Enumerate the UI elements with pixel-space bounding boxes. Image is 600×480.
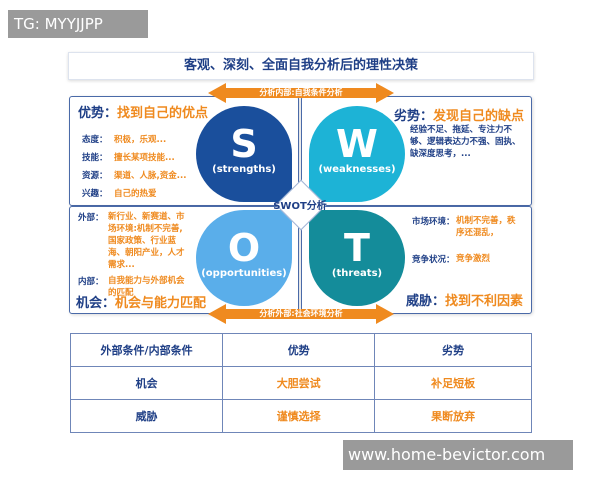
item-value: 自我能力与外部机会的匹配: [108, 276, 185, 298]
weaknesses-head-value: 发现自己的缺点: [433, 109, 525, 124]
threats-head-label: 威胁：: [406, 294, 446, 309]
item-label: 兴趣：: [82, 189, 108, 199]
list-item: 外部： 新行业、新赛道、市场环境:机制不完善,国家政策、行业蓝海、朝阳产业，人才需…: [78, 211, 188, 271]
opportunities-head-label: 机会：: [76, 296, 116, 311]
item-value: 新行业、新赛道、市场环境:机制不完善,国家政策、行业蓝海、朝阳产业，人才需求..…: [108, 212, 185, 270]
threats-head-value: 找到不利因素: [445, 294, 524, 309]
internal-analysis-arrow: 分析内部:自我条件分析: [208, 83, 394, 103]
table-cell: 补足短板: [374, 366, 532, 400]
page-title: 客观、深刻、全面自我分析后的理性决策: [68, 52, 534, 80]
table-row: 威胁 谨慎选择 果断放弃: [69, 399, 532, 433]
item-value: 积极，乐观...: [114, 135, 167, 145]
opportunities-leaf: O (opportunities): [196, 210, 292, 306]
threats-leaf: T (threats): [309, 210, 405, 306]
weaknesses-leaf: W (weaknesses): [309, 106, 405, 202]
table-cell: 大胆尝试: [222, 366, 376, 400]
strengths-head-value: 找到自己的优点: [117, 106, 209, 121]
item-label: 竞争状况：: [412, 255, 455, 265]
weaknesses-head-label: 劣势：: [394, 109, 434, 124]
table-header-row: 外部条件/内部条件 优势 劣势: [69, 333, 532, 367]
list-item: 资源： 渠道、人脉,资金...: [82, 163, 186, 181]
opportunities-head-value: 机会与能力匹配: [115, 296, 207, 311]
strengths-leaf: S (strengths): [196, 106, 292, 202]
weaknesses-body: 经验不足、拖延、专注力不够、逻辑表达力不强、固执、缺深度思考，...: [410, 125, 521, 159]
decision-table: 外部条件/内部条件 优势 劣势 机会 大胆尝试 补足短板 威胁 谨慎选择 果断放…: [69, 333, 532, 433]
weaknesses-word: (weaknesses): [318, 164, 396, 175]
swot-center-label: SWOT分析: [273, 201, 327, 212]
item-label: 资源：: [82, 171, 108, 181]
threats-word: (threats): [331, 268, 383, 279]
opportunities-list: 外部： 新行业、新赛道、市场环境:机制不完善,国家政策、行业蓝海、朝阳产业，人才需…: [78, 211, 188, 299]
item-label: 态度：: [82, 135, 108, 145]
item-label: 市场环境：: [412, 217, 455, 227]
threats-list: 市场环境：机制不完善，秩序还混乱， 竞争状况：竞争激烈: [412, 215, 522, 265]
strengths-letter: S: [230, 122, 258, 166]
weaknesses-letter: W: [336, 122, 378, 166]
list-item: 内部： 自我能力与外部机会的匹配: [78, 275, 188, 299]
opportunities-letter: O: [227, 226, 261, 270]
item-value: 机制不完善，秩序还混乱，: [456, 216, 516, 238]
internal-analysis-label: 分析内部:自我条件分析: [259, 88, 343, 97]
table-cell: 果断放弃: [374, 399, 532, 433]
header-cell: 优势: [222, 333, 376, 367]
table-cell: 谨慎选择: [222, 399, 376, 433]
strengths-word: (strengths): [212, 164, 276, 175]
watermark-bottom: www.home-bevictor.com: [343, 440, 573, 470]
item-label: 技能：: [82, 153, 108, 163]
table-row: 机会 大胆尝试 补足短板: [69, 366, 532, 400]
header-cell: 外部条件/内部条件: [69, 333, 224, 367]
threats-letter: T: [344, 226, 370, 270]
list-item: 竞争状况：竞争激烈: [412, 253, 522, 265]
header-cell: 劣势: [374, 333, 532, 367]
double-arrow-icon: [208, 304, 394, 324]
item-value: 自己的热爱: [114, 189, 157, 199]
external-analysis-label: 分析外部:社会环境分析: [259, 309, 343, 318]
item-label: 外部：: [78, 213, 104, 223]
opportunities-word: (opportunities): [201, 268, 287, 279]
list-item: 兴趣： 自己的热爱: [82, 181, 186, 199]
row-label: 机会: [69, 366, 224, 400]
list-item: 态度： 积极，乐观...: [82, 127, 186, 145]
external-analysis-arrow: 分析外部:社会环境分析: [208, 304, 394, 324]
item-value: 竞争激烈: [456, 254, 491, 264]
strengths-head-label: 优势：: [78, 106, 118, 121]
list-item: 市场环境：机制不完善，秩序还混乱，: [412, 215, 522, 239]
item-value: 擅长某项技能...: [114, 153, 175, 163]
double-arrow-icon: [208, 83, 394, 103]
row-label: 威胁: [69, 399, 224, 433]
strengths-list: 态度：积极，乐观... 技能：擅长某项技能... 资源：渠道、人脉,资金... …: [82, 127, 186, 199]
swot-center-diamond: SWOT分析: [273, 179, 327, 231]
watermark-top: TG: MYYJJPP: [8, 10, 148, 38]
item-label: 内部：: [78, 277, 104, 287]
item-value: 渠道、人脉,资金...: [114, 171, 187, 181]
list-item: 技能： 擅长某项技能...: [82, 145, 186, 163]
